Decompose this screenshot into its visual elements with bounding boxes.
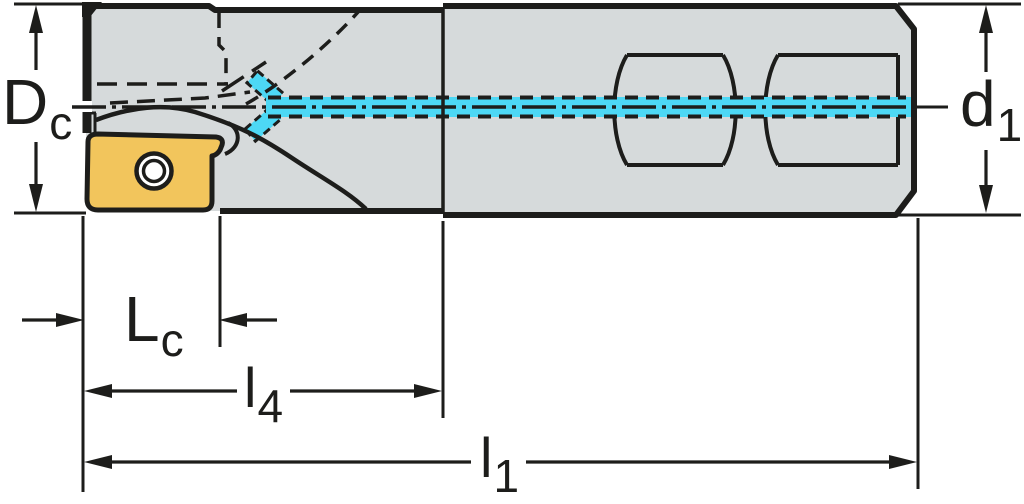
- d1-subscript: 1: [996, 99, 1023, 151]
- dc-extension-lines: [14, 2, 86, 215]
- dimension-label-l1: l1: [480, 430, 519, 500]
- l4-symbol: l: [244, 356, 257, 419]
- pocket-corner-arc: [224, 121, 240, 156]
- dimension-label-l4: l4: [244, 360, 283, 430]
- dimension-label-d1: d1: [960, 72, 1022, 148]
- insert-screw-inner: [141, 158, 167, 184]
- dimension-label-lc: Lc: [124, 287, 184, 363]
- head-corner-chamfer: [82, 2, 102, 17]
- l1-arrow-left: [84, 455, 112, 469]
- dimension-dc: [14, 2, 86, 215]
- dc-arrow-down: [29, 184, 43, 212]
- centerlines: [72, 95, 908, 119]
- hidden-lines: [97, 9, 361, 106]
- lc-symbol: L: [124, 283, 160, 355]
- dimension-lc: [22, 216, 277, 492]
- dc-subscript: c: [49, 97, 73, 149]
- lc-subscript: c: [160, 314, 184, 366]
- l1-subscript: 1: [493, 450, 520, 502]
- l4-arrow-left: [84, 384, 112, 398]
- dc-arrow-up: [29, 5, 43, 33]
- indexable-insert: [84, 131, 225, 213]
- l4-arrow-right: [414, 384, 442, 398]
- d1-extension-lines: [898, 2, 1021, 217]
- d1-symbol: d: [960, 68, 996, 140]
- d1-arrow-down: [979, 185, 993, 213]
- lc-arrow-left: [56, 313, 84, 327]
- l1-symbol: l: [480, 426, 493, 489]
- dimension-l1: [84, 218, 920, 489]
- shank-outline: [443, 3, 917, 218]
- body-outlines: [80, 2, 917, 218]
- d1-arrow-up: [979, 5, 993, 33]
- dimension-l4: [84, 221, 445, 418]
- dimension-label-dc: Dc: [2, 70, 72, 146]
- lc-arrow-right: [219, 313, 247, 327]
- l4-subscript: 4: [257, 380, 284, 432]
- dimension-d1: [898, 2, 1021, 217]
- l1-arrow-right: [889, 455, 917, 469]
- dc-symbol: D: [2, 66, 49, 138]
- lc-extension-lines: [81, 216, 222, 492]
